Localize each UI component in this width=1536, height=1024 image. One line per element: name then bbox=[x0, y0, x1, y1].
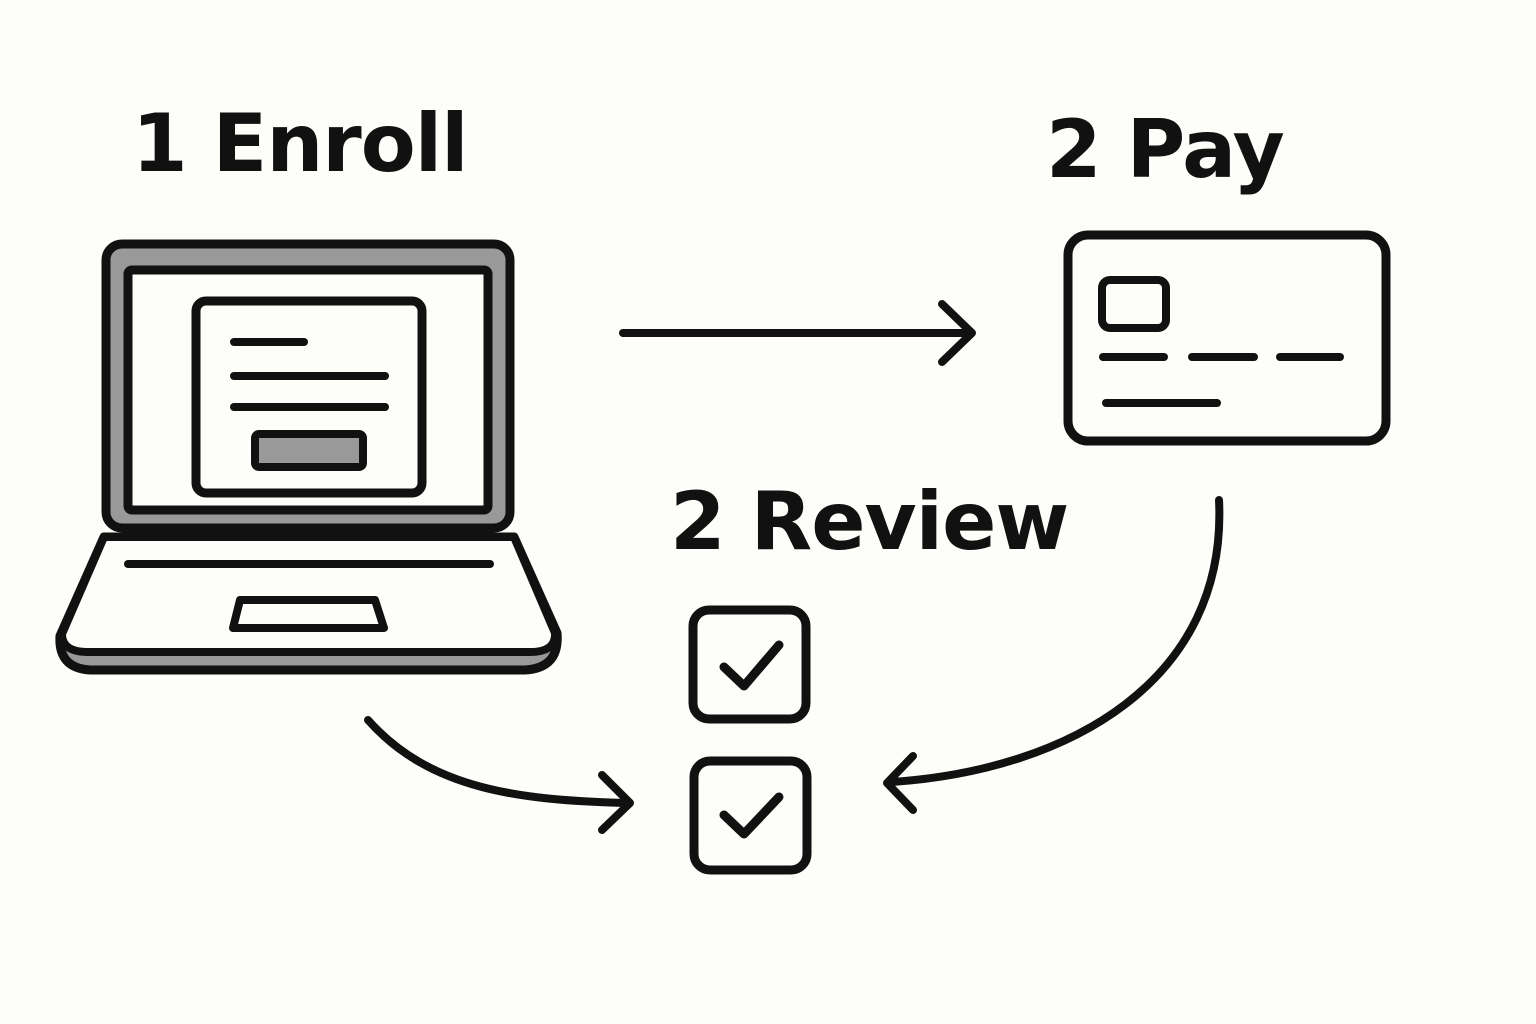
step-enroll-number: 1 bbox=[132, 97, 188, 190]
arrow-head bbox=[598, 771, 634, 834]
arrow-enroll-to-pay bbox=[619, 300, 976, 366]
card-body bbox=[1063, 230, 1391, 446]
arrow-head bbox=[938, 300, 976, 366]
step-pay-number: 2 bbox=[1046, 103, 1102, 196]
arrow-enroll-to-review bbox=[364, 716, 634, 834]
arrow-curve bbox=[888, 496, 1224, 786]
step-pay-text: Pay bbox=[1126, 103, 1285, 196]
card-chip bbox=[1098, 276, 1170, 332]
checkbox-checked-icon bbox=[688, 605, 811, 724]
step-review-number: 2 bbox=[670, 475, 726, 568]
laptop-trackpad bbox=[229, 596, 388, 632]
laptop-form-icon bbox=[55, 239, 562, 675]
checkbox-checked-icon bbox=[689, 756, 812, 875]
step-enroll-text: Enroll bbox=[212, 97, 469, 190]
form-submit-button bbox=[251, 430, 367, 471]
step-review-text: Review bbox=[750, 475, 1070, 568]
checkmark-icon bbox=[719, 792, 784, 839]
checkbox-box bbox=[689, 756, 812, 875]
laptop-keyboard-deck bbox=[58, 533, 559, 656]
arrow-pay-to-review bbox=[883, 496, 1224, 814]
checkmark-icon bbox=[719, 640, 784, 691]
arrow-head bbox=[883, 752, 917, 814]
checkbox-box bbox=[688, 605, 811, 724]
credit-card-icon bbox=[1063, 230, 1391, 446]
arrow-curve bbox=[364, 716, 629, 807]
